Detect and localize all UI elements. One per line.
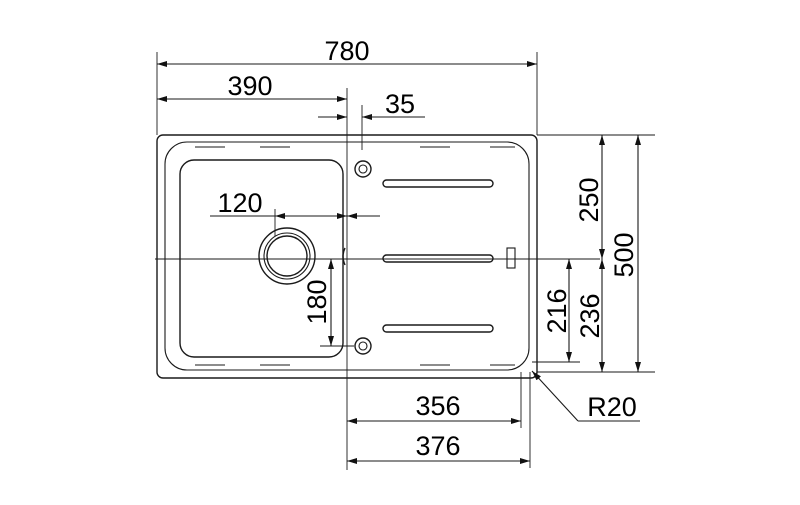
dim-376-label: 376: [415, 431, 460, 461]
dim-r20: R20: [531, 370, 640, 422]
dim-356-label: 356: [415, 391, 460, 421]
dim-236-label: 236: [575, 293, 605, 338]
dim-356: 356: [347, 391, 521, 424]
dim-r20-label: R20: [587, 392, 637, 422]
dim-180: 180: [302, 259, 334, 346]
dim-120: 120: [210, 188, 380, 219]
bowl-edge-mark: [342, 247, 346, 266]
dim-780: 780: [157, 36, 537, 67]
dim-35: 35: [318, 89, 425, 120]
dim-216: 216: [542, 259, 572, 362]
dim-180-label: 180: [302, 279, 332, 324]
dim-500-label: 500: [609, 232, 639, 277]
tap-hole-upper-icon: [354, 160, 372, 178]
dim-390: 390: [157, 71, 347, 102]
waste-outlet-icon: [258, 227, 316, 285]
dim-500: 500: [609, 135, 641, 372]
tap-hole-lower-icon: [354, 337, 372, 355]
dim-35-label: 35: [385, 89, 415, 119]
dim-780-label: 780: [324, 36, 369, 66]
dim-236: 236: [575, 259, 605, 372]
dim-390-label: 390: [227, 71, 272, 101]
dim-216-label: 216: [542, 288, 572, 333]
overflow-slot-icon: [506, 247, 516, 269]
dim-376: 376: [347, 431, 530, 464]
dim-250: 250: [574, 135, 605, 259]
dim-250-label: 250: [574, 177, 604, 222]
drainer-ribs: [382, 179, 494, 333]
dim-120-label: 120: [217, 188, 262, 218]
